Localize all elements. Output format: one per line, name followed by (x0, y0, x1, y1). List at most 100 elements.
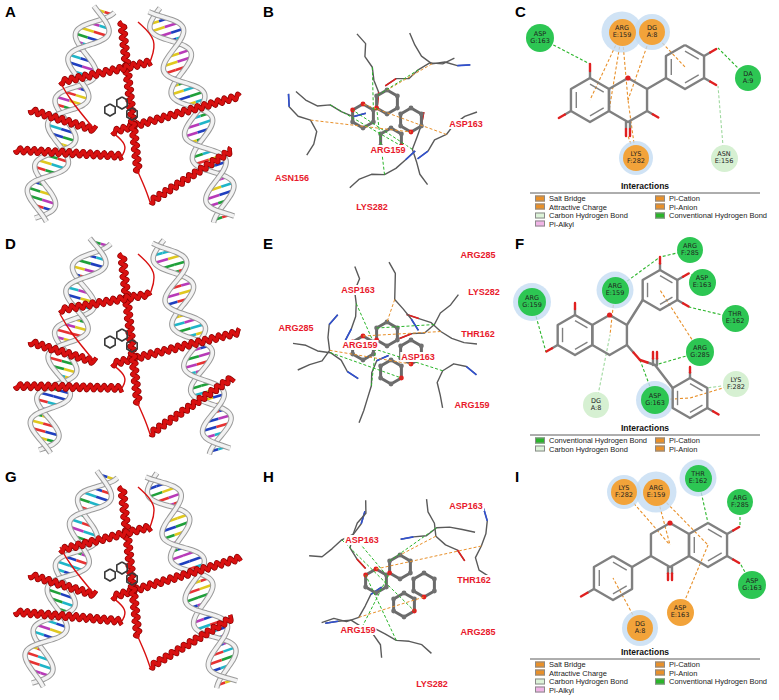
solvent-halo (636, 381, 674, 419)
legend-swatch (655, 446, 665, 452)
atom-ball (378, 132, 383, 137)
legend-swatch (535, 437, 545, 443)
ring (666, 45, 704, 89)
ligand-sticks (127, 573, 137, 585)
legend-swatch (535, 687, 545, 693)
double-bond (576, 92, 577, 108)
legend-text: Carbon Hydrogen Bond (549, 677, 628, 686)
dna-backbone (27, 6, 109, 221)
atom-ball (395, 338, 400, 343)
bond (655, 365, 673, 388)
atom-ball (432, 589, 437, 594)
ligand-ring (394, 593, 415, 617)
legend-rule (530, 193, 760, 194)
residue-tip (418, 151, 428, 159)
legend-text: Carbon Hydrogen Bond (549, 444, 628, 453)
legend-text: Attractive Charge (549, 668, 607, 677)
residue-disc: ARG E:159 (643, 479, 670, 506)
protein-loop (138, 172, 150, 202)
interaction-line (376, 546, 481, 569)
atom-ball (378, 364, 383, 369)
protein-loop (60, 82, 95, 130)
legend-item: Conventional Hydrogen Bond (655, 677, 767, 686)
oxygen-bond (689, 367, 691, 373)
legend-item: Conventional Hydrogen Bond (535, 436, 647, 445)
legend-swatch (655, 195, 665, 201)
residue-name: DG A:8 (647, 25, 658, 40)
double-bond (613, 562, 627, 570)
legend-item: Pi-Anion (655, 202, 697, 211)
solvent-halos (513, 12, 717, 647)
oxygen-bond (671, 574, 673, 581)
double-bond (613, 586, 627, 594)
interaction-line (356, 304, 373, 342)
protein-helix (150, 378, 234, 436)
legend-item: Conventional Hydrogen Bond (655, 211, 767, 220)
legend-text: Pi-Anion (669, 668, 697, 677)
oxygen-bond (733, 560, 739, 564)
ligand-sticks (127, 340, 137, 352)
residue-name: DG A:8 (635, 621, 646, 636)
legend-swatch (535, 446, 545, 452)
residue-sticks (410, 33, 471, 66)
dna-backbone (146, 477, 237, 681)
interaction-line (372, 67, 373, 110)
legend-heading: Interactions (619, 181, 671, 191)
legend-text: Salt Bridge (549, 194, 586, 203)
residue-tip (411, 319, 418, 330)
legend-item: Salt Bridge (535, 194, 586, 203)
residue-name: LYS F:282 (615, 485, 633, 500)
atom-ball (398, 124, 403, 129)
oxygen-bond (574, 303, 576, 309)
residue-sticks (385, 58, 454, 86)
ring (571, 78, 609, 122)
protein-loop (112, 597, 125, 621)
residue-name: LYS F:282 (627, 151, 645, 166)
double-bond (708, 553, 722, 561)
protein-loop (60, 547, 95, 595)
legend-rule (530, 659, 760, 660)
panel-letter: H (262, 468, 275, 485)
ring (651, 523, 689, 567)
legend-text: Conventional Hydrogen Bond (669, 677, 767, 686)
oxygen-bond (653, 114, 659, 117)
legend-swatch (535, 212, 545, 218)
protein-helix (15, 610, 122, 625)
ligand-3d-view (293, 262, 477, 423)
residue-disc: DG A:8 (627, 615, 653, 641)
ligand-ring (390, 555, 411, 579)
interaction-line (353, 110, 413, 149)
legend-heading: Interactions (619, 423, 671, 433)
protein-helix (15, 384, 122, 393)
atom-ball (363, 585, 368, 590)
solvent-halo (513, 283, 551, 321)
dna-backbone (25, 471, 111, 687)
panel-letter: D (4, 235, 17, 252)
protein-helix (150, 147, 230, 203)
oxygen-bond (656, 352, 658, 359)
protein-helix (150, 378, 234, 436)
ligand-sticks (117, 562, 127, 574)
ligand-ring (353, 104, 374, 128)
legend-swatch (655, 661, 665, 667)
residue-label: LYS282 (415, 679, 449, 689)
residue-disc: ASP G:163 (526, 24, 554, 52)
solvent-halo (634, 14, 670, 50)
interaction-line (387, 64, 432, 90)
residue-label: ASP163 (400, 352, 436, 362)
protein-dna-cartoon (15, 6, 240, 223)
legend-item: Pi-Cation (655, 194, 700, 203)
protein-loop (138, 254, 154, 294)
protein-loop (138, 404, 150, 434)
ring (673, 378, 708, 418)
residue-disc: THR E:162 (685, 465, 712, 492)
atom-ball (391, 609, 396, 614)
atom-ball (361, 358, 366, 363)
oxygen-bond (683, 274, 689, 277)
residue-name: ASP G:163 (645, 393, 665, 408)
interaction-line (387, 299, 395, 322)
double-bond (575, 342, 587, 349)
protein-dna-cartoon (15, 471, 241, 688)
ring (609, 78, 647, 122)
